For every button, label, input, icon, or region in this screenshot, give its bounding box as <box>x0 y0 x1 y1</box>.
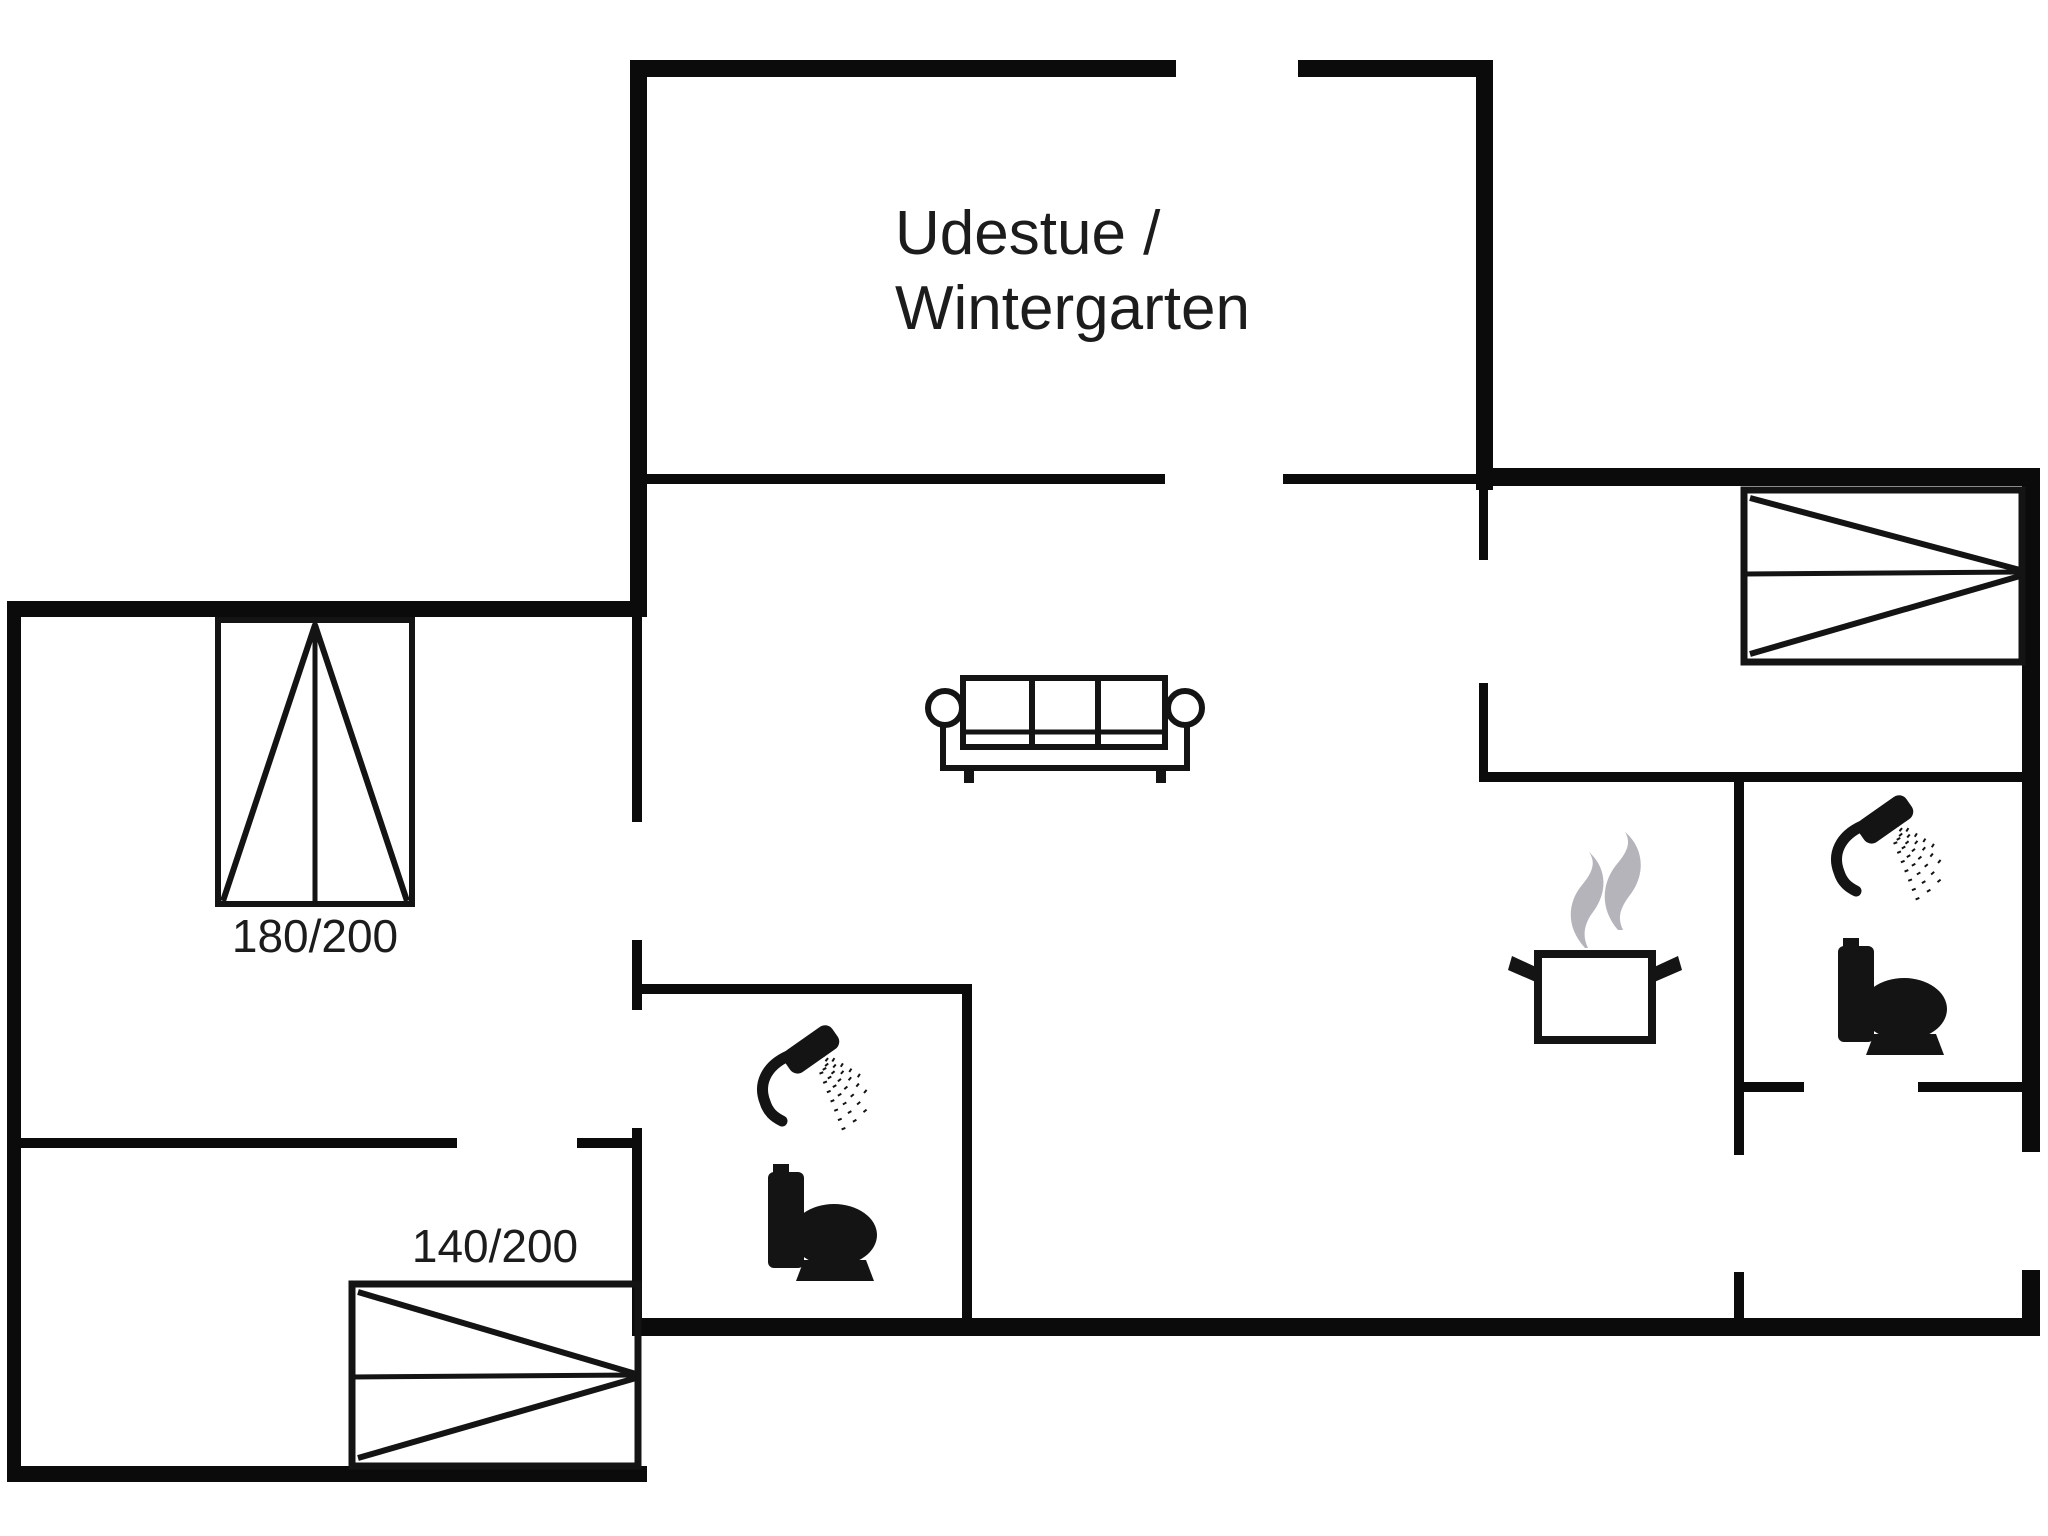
sofa-icon <box>925 675 1205 783</box>
toilet-icon <box>768 1164 877 1281</box>
wall-main-bath-top <box>642 984 972 994</box>
wall-exterior-right-upper <box>2022 486 2040 1152</box>
wall-ensuite-bath-left-lower <box>1734 1272 1744 1318</box>
wall-main-bath-right <box>962 984 972 1328</box>
wall-bedroom-topright-stub-upper <box>1479 490 1488 560</box>
room-label-conservatory: Udestue / Wintergarten <box>895 196 1250 346</box>
steam-icon <box>1570 852 1604 948</box>
wall-conservatory-bottom-left <box>647 474 1165 484</box>
wall-left-wing-bottom <box>7 1466 647 1482</box>
wall-left-wing-top <box>7 601 647 617</box>
wall-top-right-top <box>1476 468 2040 486</box>
cooking-pot-icon <box>1508 832 1682 1044</box>
wall-conservatory-top-right <box>1298 60 1493 77</box>
wall-exterior-left <box>7 601 21 1482</box>
steam-icon <box>1604 832 1641 930</box>
wall-left-bedroom-right-lower <box>632 1128 642 1318</box>
room-label-line2: Wintergarten <box>895 274 1250 343</box>
bed-size-label-140-200: 140/200 <box>411 1220 579 1272</box>
wall-left-bedrooms-divider-left <box>13 1138 457 1148</box>
wall-left-bedrooms-divider-right <box>577 1138 642 1148</box>
wall-conservatory-top-left <box>630 60 1176 77</box>
shower-icon <box>757 1025 874 1131</box>
wall-ensuite-bath-bottom-left <box>1744 1082 1804 1092</box>
toilet-icon <box>1838 938 1947 1055</box>
wall-exterior-bottom <box>632 1318 2040 1336</box>
wall-left-bedroom-right-mid <box>632 940 642 1010</box>
wall-bedroom-topright-bottom <box>1479 772 2032 782</box>
double-bed-icon <box>1740 486 2026 666</box>
wall-exterior-right-lower <box>2022 1270 2040 1336</box>
single-bed-icon <box>348 1280 642 1470</box>
wall-ensuite-bath-bottom-right <box>1918 1082 2022 1092</box>
wall-bedroom-topright-stub-lower <box>1479 683 1488 775</box>
bed-size-label-180-200: 180/200 <box>231 910 399 962</box>
room-label-line1: Udestue / <box>895 199 1161 268</box>
wall-conservatory-right <box>1476 60 1493 490</box>
wall-left-bedroom-right-upper <box>632 617 642 822</box>
wall-ensuite-bath-left-upper <box>1734 782 1744 1155</box>
wall-conservatory-left <box>630 60 647 617</box>
double-bed-icon <box>215 617 415 907</box>
shower-icon <box>1831 795 1948 901</box>
wall-conservatory-bottom-right <box>1283 474 1476 484</box>
